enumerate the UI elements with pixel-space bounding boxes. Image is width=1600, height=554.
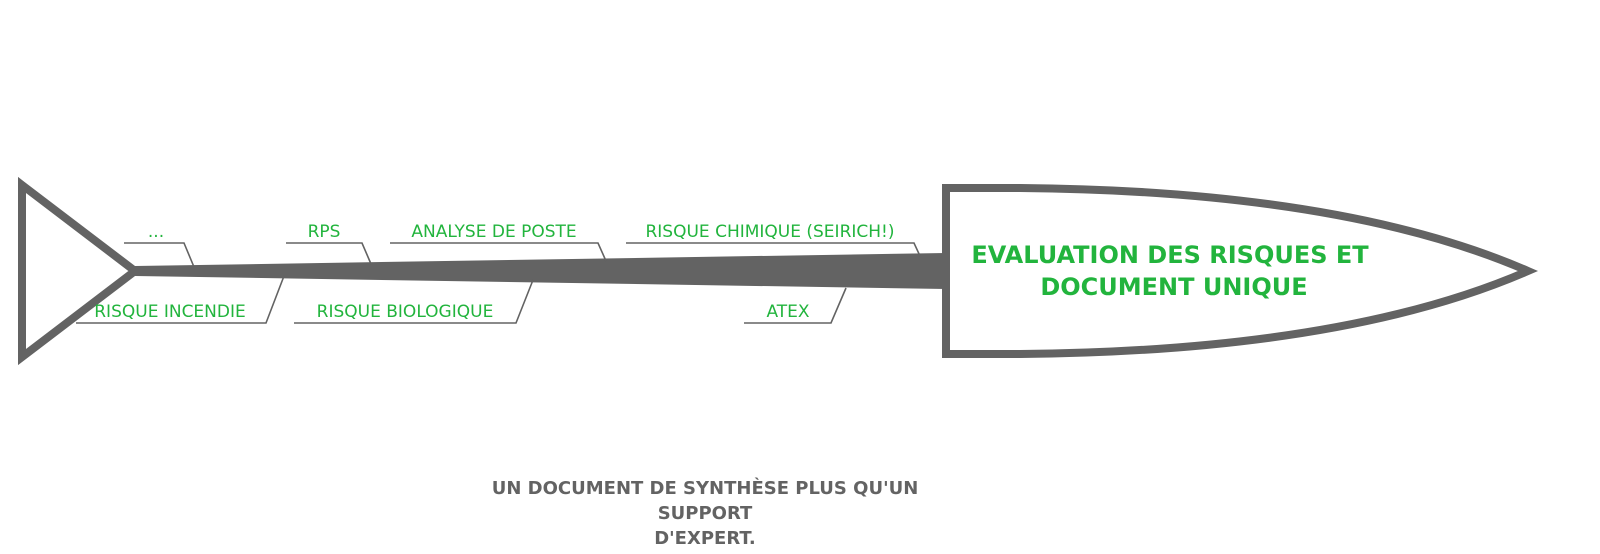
bone-top-3: ANALYSE DE POSTE <box>390 222 607 262</box>
head-title-line-2: DOCUMENT UNIQUE <box>1040 273 1307 301</box>
bone-label: RPS <box>308 222 341 242</box>
bone-label: ... <box>148 222 164 242</box>
bone-label: RISQUE INCENDIE <box>94 302 246 322</box>
fish-head <box>942 184 1539 358</box>
bone-top-4: RISQUE CHIMIQUE (SEIRICH!) <box>626 222 921 257</box>
fish-spine <box>135 253 946 289</box>
bone-bottom-2: RISQUE BIOLOGIQUE <box>294 279 534 324</box>
head-title-line-1: EVALUATION DES RISQUES ET <box>971 241 1369 269</box>
caption-line-1: UN DOCUMENT DE SYNTHÈSE PLUS QU'UN SUPPO… <box>491 478 919 524</box>
bone-bottom-3: ATEX <box>744 287 847 324</box>
fish-tail <box>18 176 142 366</box>
bone-top-1: ... <box>124 222 195 268</box>
caption-line-2: D'EXPERT. <box>654 528 756 549</box>
bone-bottom-1: RISQUE INCENDIE <box>76 275 285 324</box>
caption: UN DOCUMENT DE SYNTHÈSE PLUS QU'UN SUPPO… <box>455 476 955 551</box>
bone-label: RISQUE BIOLOGIQUE <box>317 302 494 322</box>
bone-label: ATEX <box>766 302 809 322</box>
bone-label: RISQUE CHIMIQUE (SEIRICH!) <box>645 222 894 242</box>
bone-top-2: RPS <box>286 222 372 265</box>
bone-label: ANALYSE DE POSTE <box>411 222 576 242</box>
